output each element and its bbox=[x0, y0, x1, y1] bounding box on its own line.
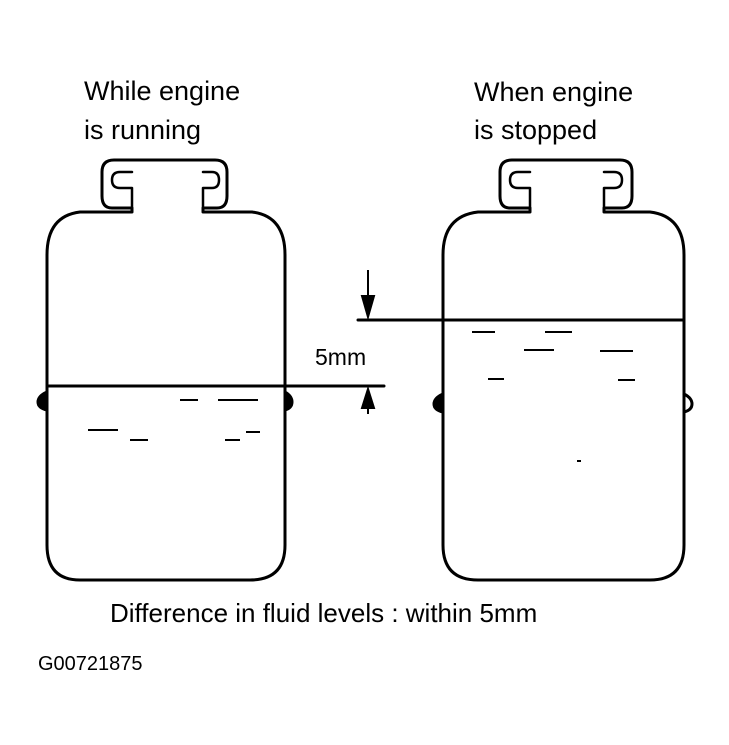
left-cap-notch bbox=[110, 170, 134, 210]
figure-code: G00721875 bbox=[38, 653, 143, 675]
right-cap-notch-right bbox=[602, 170, 624, 210]
left-title-line1: While engine bbox=[84, 76, 240, 106]
right-cap-notch bbox=[508, 170, 532, 210]
caption: Difference in fluid levels : within 5mm bbox=[110, 598, 537, 628]
left-fluid-ripples bbox=[88, 399, 260, 441]
dimension-indicator bbox=[360, 270, 376, 414]
right-title-line1: When engine bbox=[474, 77, 633, 107]
left-title-line2: is running bbox=[84, 115, 201, 145]
right-side-tab-right bbox=[682, 392, 694, 414]
left-side-tab-left bbox=[36, 390, 49, 412]
lower-arrow-head bbox=[360, 385, 376, 409]
right-fluid-ripples bbox=[472, 331, 635, 462]
right-side-tab-left bbox=[432, 392, 445, 414]
dimension-label: 5mm bbox=[315, 344, 366, 370]
left-reservoir-outline bbox=[45, 158, 287, 582]
right-title-line2: is stopped bbox=[474, 115, 597, 145]
upper-arrow-head bbox=[360, 295, 376, 321]
right-reservoir-outline bbox=[441, 158, 686, 582]
left-side-tab-right bbox=[283, 390, 294, 412]
left-reservoir bbox=[36, 158, 386, 582]
left-cap-notch-right bbox=[201, 170, 221, 210]
right-reservoir bbox=[356, 158, 694, 582]
